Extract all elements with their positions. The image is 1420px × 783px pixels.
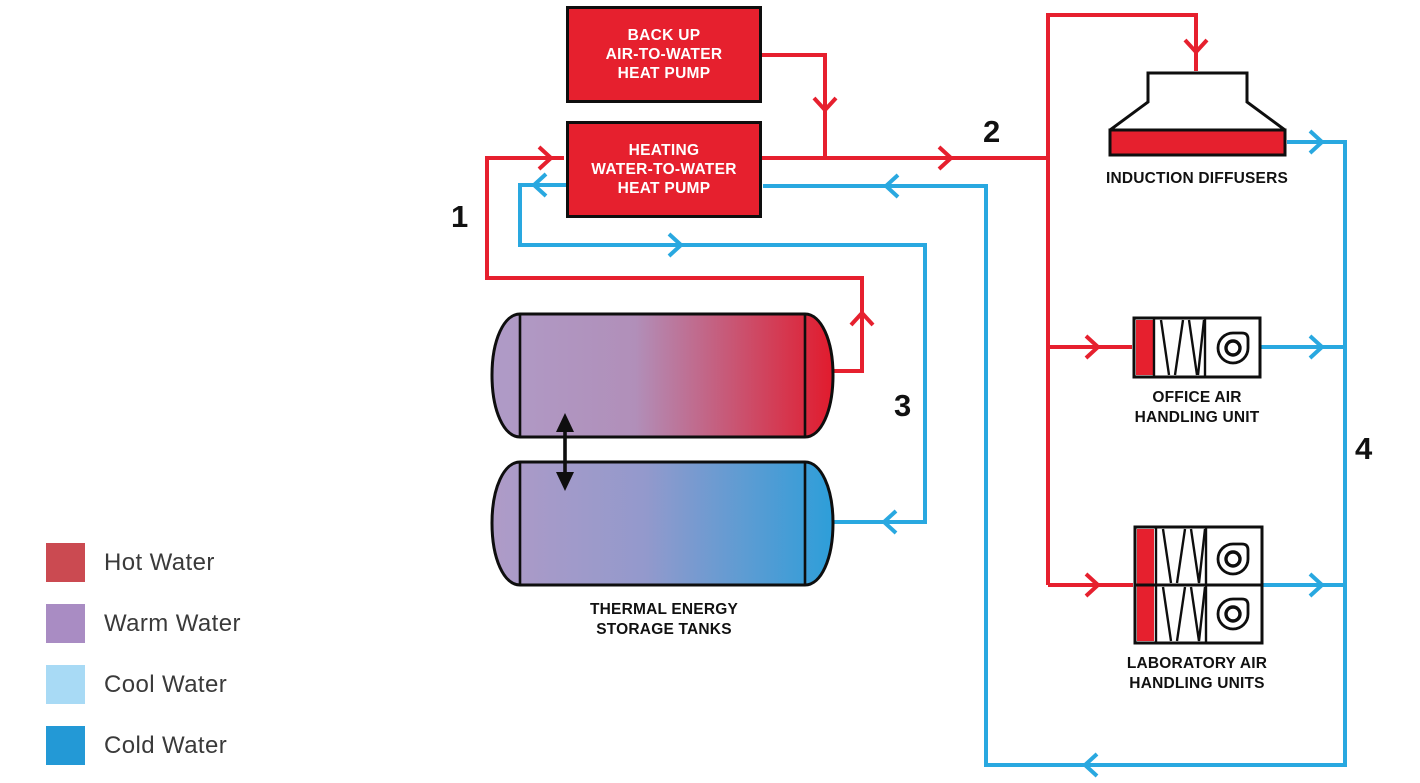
lab-ahu-label: LABORATORY AIR HANDLING UNITS (1107, 654, 1287, 694)
hot-storage-tank (490, 312, 835, 439)
office-ahu-label: OFFICE AIR HANDLING UNIT (1107, 388, 1287, 428)
storage-tanks-label-line2: STORAGE TANKS (596, 621, 732, 638)
flow-arrow-left-icon (881, 509, 898, 535)
flow-arrow-right-icon (537, 145, 554, 171)
induction-diffuser-coil (1108, 128, 1287, 157)
induction-diffusers-label: INDUCTION DIFFUSERS (1105, 170, 1289, 187)
flow-arrow-right-icon (1308, 572, 1325, 598)
pipe-tank-to-heat-pump (485, 156, 864, 373)
legend: Hot Water Warm Water Cool Water Cold Wat… (46, 543, 241, 783)
fan-hub-icon (1224, 550, 1242, 568)
storage-tanks-label: THERMAL ENERGY STORAGE TANKS (564, 600, 764, 640)
flow-arrow-up-icon (849, 310, 875, 327)
office-ahu-label-line1: OFFICE AIR (1152, 389, 1242, 406)
legend-item-hot-water: Hot Water (46, 543, 241, 582)
flow-arrow-right-icon (937, 145, 954, 171)
warm-water-label: Warm Water (104, 609, 241, 637)
fan-icon (1216, 331, 1250, 365)
tank-exchange-arrow-up-icon (556, 413, 574, 432)
hot-water-swatch (46, 543, 85, 582)
cool-water-label: Cool Water (104, 670, 228, 698)
pipe-backup-to-main (762, 53, 827, 158)
flow-arrow-right-icon (1084, 572, 1101, 598)
pipe-number-1: 1 (451, 199, 469, 234)
pipe-chilled-return-loop (763, 140, 1347, 767)
tank-exchange-arrow-down-icon (556, 472, 574, 491)
legend-item-cold-water: Cold Water (46, 726, 241, 765)
storage-tanks-label-line1: THERMAL ENERGY (589, 601, 739, 618)
legend-item-cool-water: Cool Water (46, 665, 241, 704)
backup-heat-pump-box: BACK UP AIR-TO-WATER HEAT PUMP (566, 6, 762, 103)
flow-arrow-down-icon (1183, 38, 1209, 55)
lab-ahu-label-line2: HANDLING UNITS (1129, 675, 1265, 692)
pipe-number-4: 4 (1355, 431, 1373, 466)
flow-arrow-left-icon (883, 173, 900, 199)
hot-water-label: Hot Water (104, 548, 215, 576)
cold-storage-tank (490, 460, 835, 587)
heating-heat-pump-label-line3: HEAT PUMP (617, 180, 711, 197)
backup-heat-pump-label-line1: BACK UP (627, 27, 701, 44)
warm-water-swatch (46, 604, 85, 643)
office-ahu-filter-lines (1159, 319, 1206, 376)
flow-arrow-right-icon (1084, 334, 1101, 360)
backup-heat-pump-label-line3: HEAT PUMP (617, 65, 711, 82)
backup-heat-pump-label-line2: AIR-TO-WATER (605, 46, 723, 63)
office-ahu-label-line2: HANDLING UNIT (1134, 409, 1260, 426)
pipe-number-3: 3 (894, 388, 912, 423)
flow-arrow-right-icon (1308, 334, 1325, 360)
pipe-hot-riser-and-diffuser-drop (1046, 13, 1198, 585)
fan-icon (1216, 542, 1250, 576)
lab-ahu-label-line1: LABORATORY AIR (1126, 655, 1268, 672)
fan-hub-icon (1224, 605, 1242, 623)
flow-arrow-down-icon (812, 96, 838, 113)
lab-ahu-filter-lines-upper (1161, 528, 1207, 584)
fan-icon (1216, 597, 1250, 631)
heating-heat-pump-label-line1: HEATING (628, 142, 700, 159)
flow-arrow-right-icon (667, 232, 684, 258)
heating-heat-pump-label-line2: WATER-TO-WATER (591, 161, 737, 178)
flow-arrow-left-icon (531, 172, 548, 198)
heating-heat-pump-box: HEATING WATER-TO-WATER HEAT PUMP (566, 121, 762, 218)
lab-ahu-filter-lines-lower (1161, 586, 1207, 642)
cold-water-label: Cold Water (104, 731, 228, 759)
cold-water-swatch (46, 726, 85, 765)
pipe-number-2: 2 (983, 114, 1001, 149)
cool-water-swatch (46, 665, 85, 704)
fan-hub-icon (1224, 339, 1242, 357)
office-ahu-coil (1136, 320, 1153, 375)
flow-arrow-right-icon (1308, 129, 1325, 155)
legend-item-warm-water: Warm Water (46, 604, 241, 643)
pipe-heat-pump-to-cold-tank (518, 183, 927, 524)
flow-arrow-left-icon (1082, 752, 1099, 778)
